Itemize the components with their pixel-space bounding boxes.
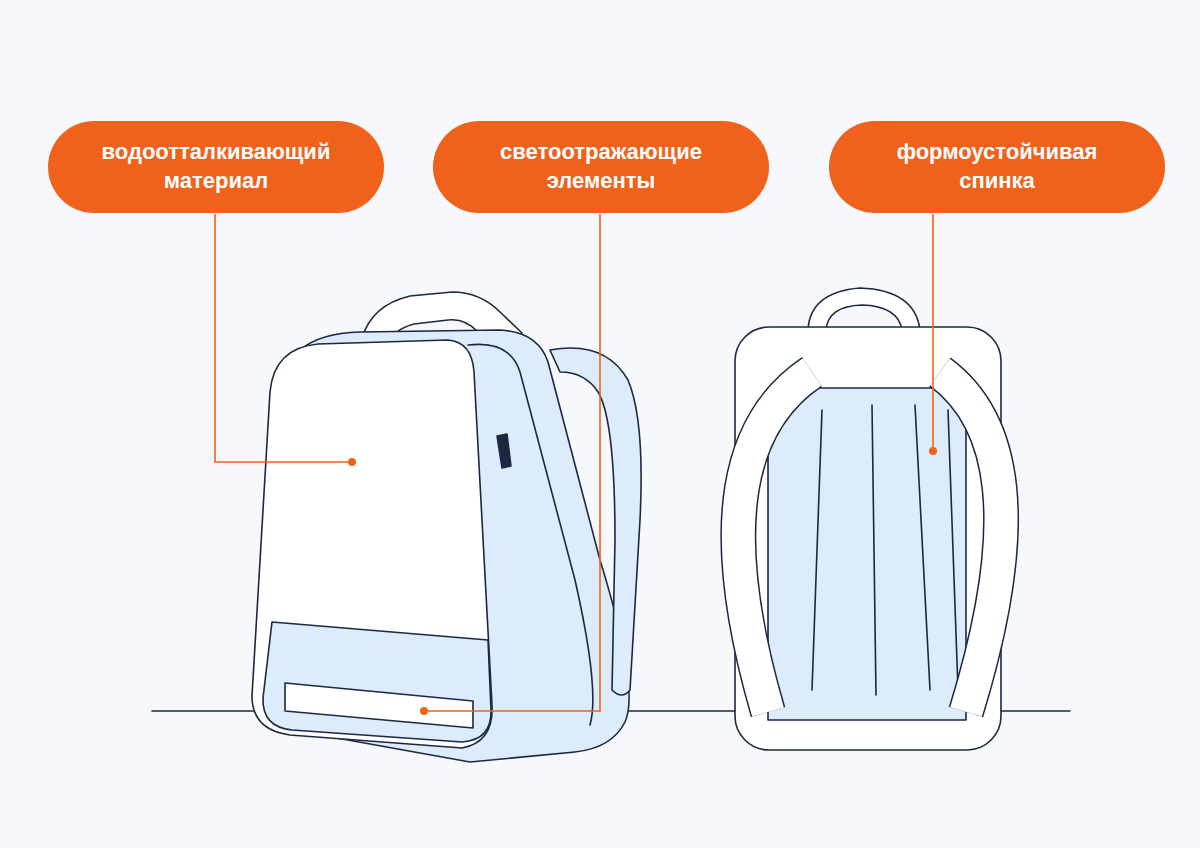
- callout-pill: водоотталкивающий материал: [48, 121, 384, 213]
- shoulder-strap: [940, 372, 1001, 712]
- panel-stitch: [948, 410, 958, 690]
- front-pocket: [263, 622, 491, 742]
- front-panel: [252, 340, 492, 748]
- leader-line: [428, 214, 600, 711]
- panel-stitch: [915, 405, 930, 690]
- callout-label: формоустойчивая спинка: [863, 138, 1131, 195]
- panel-stitch: [812, 410, 822, 690]
- leader-dot: [929, 447, 937, 455]
- shoulder-strap: [738, 372, 812, 712]
- leader-dot: [348, 458, 356, 466]
- zipper-tab: [497, 434, 511, 468]
- callout-label: светоотражающие элементы: [467, 138, 735, 195]
- top-handle: [808, 288, 920, 330]
- shoulder-strap: [940, 372, 1001, 712]
- panel-stitch: [872, 405, 876, 695]
- leader-line: [215, 214, 349, 462]
- reflective-strip: [285, 683, 473, 728]
- callout-pill: формоустойчивая спинка: [829, 121, 1165, 213]
- callout-pill: светоотражающие элементы: [433, 121, 769, 213]
- shoulder-strap: [550, 348, 641, 695]
- back-panel: [768, 388, 966, 720]
- backpack-body: [735, 327, 1001, 750]
- shoulder-strap: [738, 372, 812, 712]
- leader-line: [932, 214, 934, 447]
- callout-label: водоотталкивающий материал: [82, 138, 350, 195]
- leader-dot: [420, 707, 428, 715]
